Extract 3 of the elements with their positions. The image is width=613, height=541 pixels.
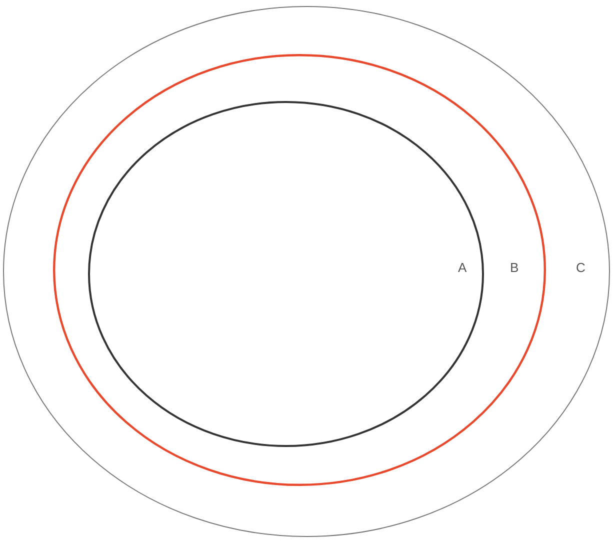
region-letter: C (576, 260, 586, 276)
region-letter: B (510, 260, 519, 276)
region-letter: A (458, 260, 467, 276)
